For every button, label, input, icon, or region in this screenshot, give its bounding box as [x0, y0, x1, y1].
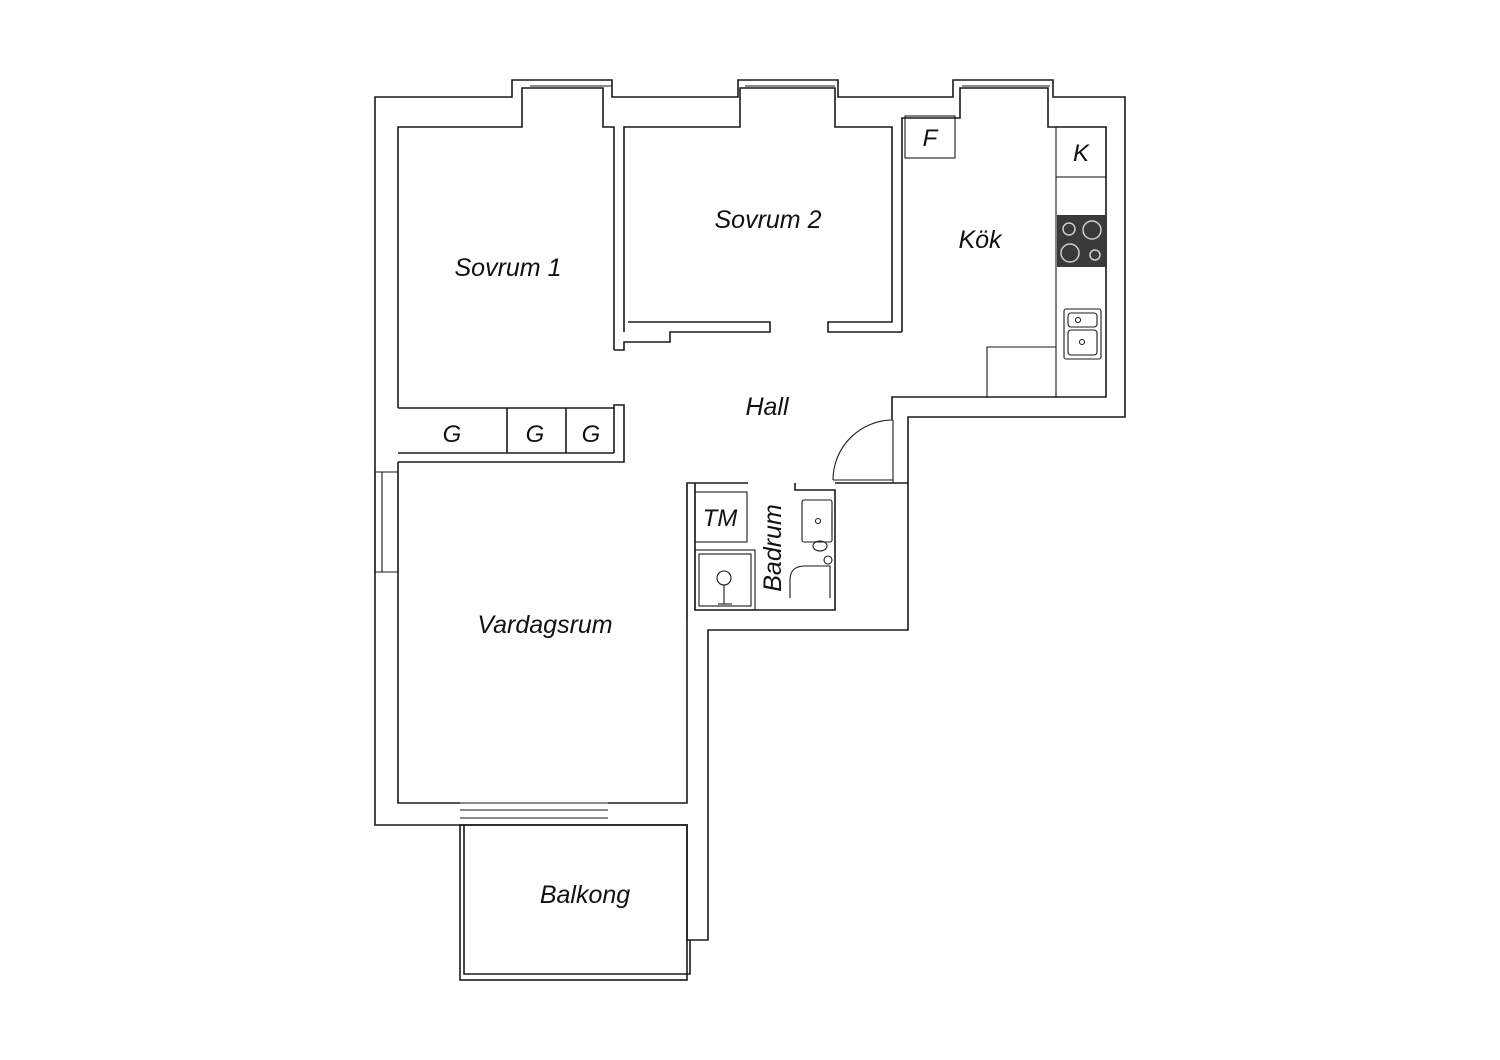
balkong-outline [459, 824, 691, 981]
room-label-sovrum1: Sovrum 1 [455, 254, 562, 282]
badrum-inner [686, 483, 696, 620]
sovrum2-door-left [614, 321, 771, 351]
toilet-icon [812, 540, 833, 565]
fixture-label-washer: TM [703, 505, 738, 532]
fixture-label-wardrobe2: G [526, 421, 545, 448]
room-label-balkong: Balkong [540, 881, 630, 909]
freezer-box [904, 115, 956, 159]
fixture-label-freezer: F [923, 125, 939, 152]
sovrum1-walls [397, 87, 615, 408]
room-label-kok: Kök [958, 226, 1003, 254]
shower-icon [694, 549, 756, 611]
washer-box [694, 491, 748, 543]
bath-sink-icon [801, 499, 833, 543]
wardrobes [398, 404, 625, 463]
side-window [374, 471, 399, 573]
fixture-label-fridge: K [1073, 140, 1090, 167]
kitchen-counter [986, 177, 1057, 397]
room-label-sovrum2: Sovrum 2 [715, 206, 822, 234]
stove-icon [1057, 215, 1107, 267]
sink-icon [1063, 308, 1102, 360]
outer-wall [374, 79, 1126, 941]
room-label-vardagsrum: Vardagsrum [477, 611, 612, 639]
bathtub-icon [789, 565, 831, 598]
kok-walls [891, 87, 1107, 420]
top-windows [530, 79, 1050, 87]
sovrum2-walls [623, 87, 902, 333]
balcony-window [460, 802, 608, 819]
fixture-label-wardrobe3: G [582, 421, 601, 448]
fridge-box [1055, 126, 1107, 178]
entrance-door [832, 419, 894, 483]
vardagsrum-walls [397, 462, 748, 804]
room-label-hall: Hall [745, 393, 790, 421]
fixture-label-wardrobe1: G [443, 421, 462, 448]
room-label-badrum: Badrum [759, 504, 787, 592]
